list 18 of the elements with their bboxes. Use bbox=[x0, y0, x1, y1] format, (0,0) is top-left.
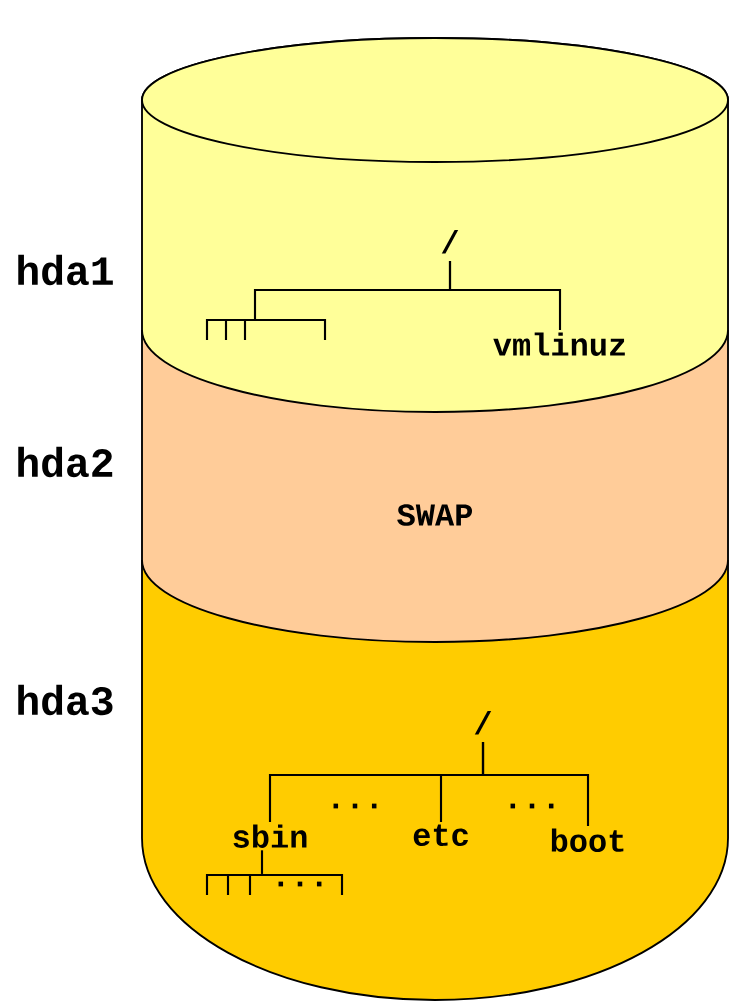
partition-label: hda3 bbox=[18, 684, 113, 716]
file-name: sbin bbox=[233, 824, 307, 848]
ellipsis-label: ... bbox=[333, 803, 377, 809]
partition-label: hda2 bbox=[18, 446, 113, 478]
partition-label: hda1 bbox=[18, 254, 113, 286]
tree-line bbox=[260, 850, 264, 874]
tree-branch-drawing bbox=[205, 318, 327, 342]
partition-title: SWAP bbox=[397, 504, 473, 526]
root-slash: / bbox=[441, 230, 459, 254]
root-slash: / bbox=[474, 711, 492, 735]
tree-branch-drawing bbox=[205, 873, 344, 897]
file-name: boot bbox=[551, 828, 624, 852]
file-name: etc bbox=[413, 824, 468, 847]
ellipsis-label: ... bbox=[510, 803, 554, 809]
file-name: vmlinuz bbox=[493, 332, 625, 356]
tree-line bbox=[481, 742, 590, 826]
ellipsis-label: ... bbox=[278, 881, 322, 887]
tree-line bbox=[448, 261, 562, 330]
